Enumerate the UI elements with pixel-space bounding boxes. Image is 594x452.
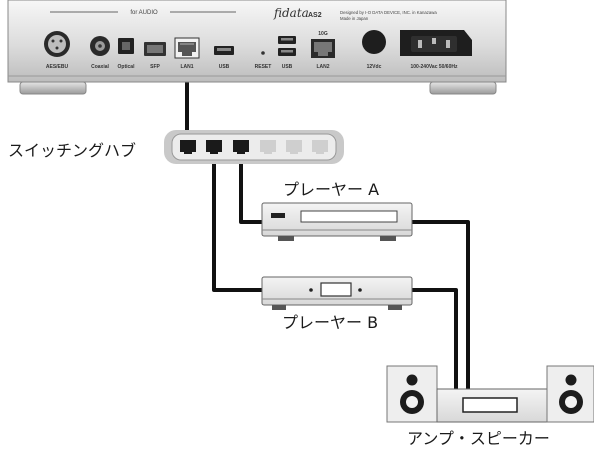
sfp-port (144, 42, 166, 56)
lan2-port (311, 39, 335, 58)
sfp-label: SFP (150, 64, 160, 70)
usb-label-1: USB (219, 64, 230, 70)
player-b-label: プレーヤー B (282, 313, 378, 332)
player-b-indicator-left (309, 288, 313, 292)
reset-label: RESET (255, 64, 272, 70)
coaxial-label: Coaxial (91, 64, 109, 70)
lan2-top-label: 10G (318, 31, 328, 37)
aes-ebu-connector (44, 31, 70, 57)
player-a-label: プレーヤー A (283, 180, 379, 199)
ac-inlet (400, 30, 472, 56)
player-a-power-button (271, 213, 285, 218)
lan1-port (174, 37, 200, 59)
server-rear-panel: for AUDIO fidata AS2 Designed by I-O DAT… (7, 0, 507, 95)
player-b (261, 276, 413, 310)
hub-port-5 (286, 140, 302, 154)
amplifier-display (462, 397, 518, 413)
ac-in-label: 100-240Vac 50/60Hz (411, 64, 458, 70)
brand-logo: fidata (273, 6, 309, 20)
hub-port-2 (206, 140, 222, 154)
made-in: Made in Japan (340, 16, 369, 21)
designed-by: Designed by I-O DATA DEVICE, INC. in Kan… (340, 10, 437, 15)
player-b-foot-left (272, 305, 286, 310)
usb-port-1 (214, 46, 234, 55)
hub-port-6 (312, 140, 328, 154)
player-b-indicator-right (358, 288, 362, 292)
optical-label: Optical (118, 64, 136, 70)
dc-in-label: 12Vdc (367, 64, 382, 70)
cable-player-b-to-amp (410, 288, 458, 392)
model-name: AS2 (308, 12, 322, 19)
speaker-right (546, 365, 594, 423)
hub-port-3 (233, 140, 249, 154)
player-a (261, 202, 413, 241)
usb-port-2 (278, 36, 296, 56)
speaker-right-tweeter (565, 374, 577, 386)
hub-port-1 (180, 140, 196, 154)
dc-in-connector (362, 30, 386, 54)
aes-ebu-label: AES/EBU (46, 64, 69, 70)
speaker-left-tweeter (406, 374, 418, 386)
cable-hub-to-player-a (239, 147, 262, 224)
cable-player-a-to-amp (410, 220, 470, 392)
amplifier (436, 388, 548, 423)
coaxial-connector (90, 36, 110, 56)
server-foot-right (429, 81, 497, 95)
server-foot-left (19, 81, 87, 95)
reset-button (261, 51, 265, 55)
player-b-display (320, 282, 352, 297)
amp-speaker-label: アンプ・スピーカー (407, 429, 550, 448)
hub-port-4 (260, 140, 276, 154)
player-a-display (300, 210, 398, 223)
optical-connector (118, 38, 134, 54)
lan1-label: LAN1 (180, 64, 193, 70)
cable-hub-to-player-b (212, 147, 262, 292)
player-b-foot-right (388, 305, 402, 310)
switching-hub (164, 130, 344, 164)
player-a-foot-right (380, 236, 396, 241)
usb-label-2: USB (282, 64, 293, 70)
switching-hub-label: スイッチングハブ (8, 141, 136, 160)
speaker-left (386, 365, 438, 423)
lan2-label: LAN2 (316, 64, 329, 70)
player-a-foot-left (278, 236, 294, 241)
panel-header: for AUDIO (130, 10, 158, 16)
